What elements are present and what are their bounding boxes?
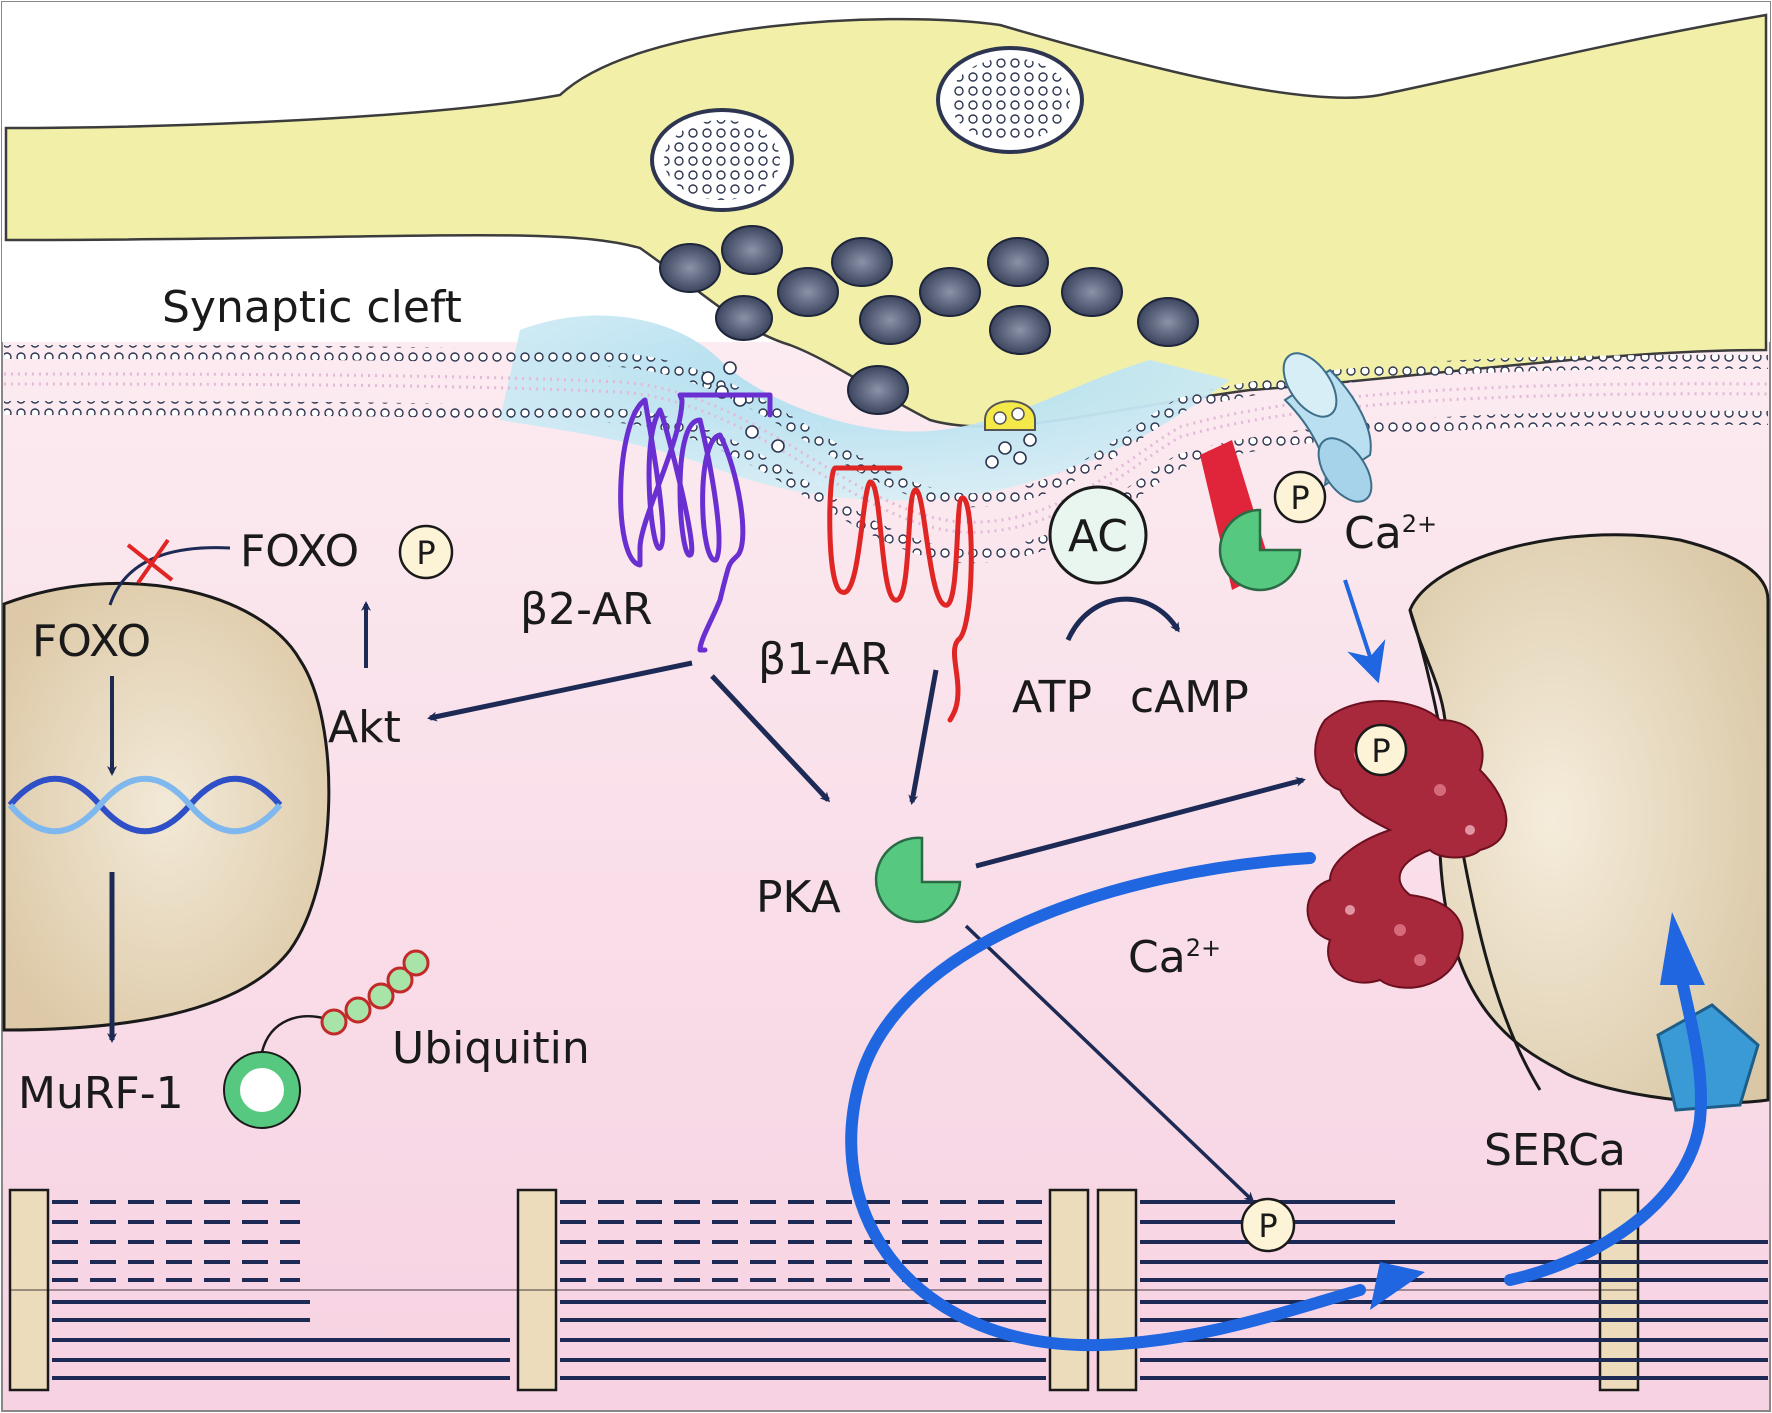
serca-label: SERCa xyxy=(1484,1125,1626,1176)
degraded-filaments xyxy=(52,1200,1046,1282)
murf1-label: MuRF-1 xyxy=(18,1068,184,1119)
atp-camp-arrow xyxy=(1065,596,1181,642)
phospho-ryr xyxy=(1354,723,1408,777)
ryanodine-receptor xyxy=(1306,700,1508,989)
pka-enzyme xyxy=(874,836,962,924)
large-vesicles xyxy=(650,46,1084,212)
calcium-channel xyxy=(1282,352,1373,503)
docked-vesicle xyxy=(984,400,1036,431)
calcium-reuptake-arrowhead xyxy=(1660,912,1705,985)
small-vesicles xyxy=(659,225,1199,415)
phospho-foxo xyxy=(398,524,454,580)
nucleus xyxy=(2,581,331,1032)
pka-to-myofilament-arrow xyxy=(964,924,1255,1203)
ca-channel-label: Ca2+ xyxy=(1344,508,1437,559)
ubiquitin-label: Ubiquitin xyxy=(392,1023,590,1074)
foxo-nucleus-label: FOXO xyxy=(32,616,151,667)
pka-label: PKA xyxy=(756,872,841,923)
pka-at-channel xyxy=(1218,508,1302,592)
phospho-myofilament-p: P xyxy=(1258,1207,1277,1245)
phospho-channel xyxy=(1273,470,1327,524)
calcium-reuptake-arrow xyxy=(1504,974,1707,1286)
neurotransmitter-dots xyxy=(701,361,1037,469)
pka-to-ryr-arrow xyxy=(975,776,1306,869)
z-disks xyxy=(8,1188,1640,1392)
murf1-ring xyxy=(224,1052,300,1128)
synaptic-cleft-label: Synaptic cleft xyxy=(162,282,462,333)
serca-pump xyxy=(1656,1003,1760,1112)
b1ar-to-pka-arrow xyxy=(908,669,939,805)
phospho-ryr-p: P xyxy=(1371,732,1390,770)
phospho-myofilament xyxy=(1240,1197,1296,1253)
ca-release-label: Ca2+ xyxy=(1128,932,1221,983)
ubiquitin-chain xyxy=(320,949,430,1036)
atp-label: ATP xyxy=(1012,672,1092,723)
b1ar-label: β1-AR xyxy=(758,634,891,685)
phospho-foxo-p: P xyxy=(416,534,435,572)
adenylyl-cyclase xyxy=(1048,485,1148,585)
camp-label: cAMP xyxy=(1130,672,1249,723)
calcium-cycle-arrow xyxy=(845,852,1366,1352)
ca-influx-arrow xyxy=(1343,579,1386,684)
b2ar-to-akt-arrow xyxy=(427,660,693,722)
blocked-x-icon xyxy=(126,538,174,585)
akt-label: Akt xyxy=(328,702,401,753)
phospho-channel-p: P xyxy=(1290,479,1309,517)
beta1-ar-receptor xyxy=(827,465,974,723)
dna-helix xyxy=(7,775,283,835)
beta2-ar-receptor xyxy=(618,392,773,653)
b2ar-to-pka-arrow xyxy=(710,674,831,803)
ubiquitin-linker xyxy=(260,1015,331,1053)
foxo-phospho-label: FOXO xyxy=(240,526,359,577)
calcium-cycle-arrowhead xyxy=(1370,1262,1425,1310)
ac-label: AC xyxy=(1068,511,1128,562)
b2ar-label: β2-AR xyxy=(520,584,653,635)
